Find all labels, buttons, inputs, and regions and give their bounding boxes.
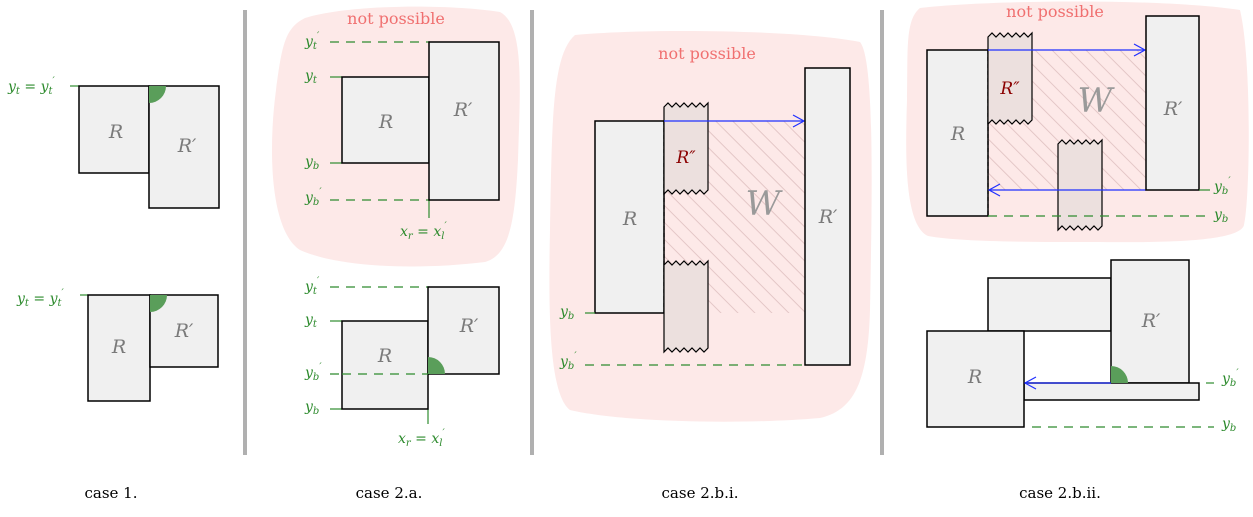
- label-R-prime: R′: [453, 99, 473, 121]
- label-W: W: [1078, 81, 1116, 121]
- case-1-top: R R′ yt = yt′: [7, 76, 220, 209]
- column-separators: [243, 10, 884, 455]
- label-yt-equals-ytp: yt = yt′: [7, 76, 56, 97]
- label-ybp: yb′: [1221, 368, 1239, 389]
- label-R-prime: R′: [818, 206, 838, 228]
- rect-R-prime: [1110, 259, 1190, 384]
- rect-R-double-prime: [663, 101, 709, 196]
- case-2a-bottom: R R′ yt′ yt yb′ yb xr = xl′: [304, 276, 500, 449]
- label-R: R: [967, 366, 982, 388]
- label-R: R: [111, 336, 126, 358]
- case-1-bottom: R R′ yt = yt′: [16, 288, 219, 402]
- caption-case-2bii: case 2.b.ii.: [1019, 484, 1101, 502]
- corner-angle-marker: [149, 86, 166, 103]
- captions: case 1. case 2.a. case 2.b.i. case 2.b.i…: [85, 484, 1101, 502]
- rect-R-prime: [428, 41, 500, 201]
- label-R-prime: R′: [1163, 98, 1183, 120]
- case-1: R R′ yt = yt′ R R′ yt = yt′: [7, 76, 220, 402]
- label-R: R: [622, 208, 637, 230]
- not-possible-label: not possible: [347, 9, 445, 28]
- rect-R-prime: [427, 286, 500, 375]
- rect-R-prime: [804, 67, 851, 366]
- arrow-head-left: [1023, 376, 1037, 390]
- label-yb: yb: [304, 154, 319, 172]
- case-2bii: not possible R R″ W R′ yb′ yb: [926, 2, 1239, 434]
- label-yt: yt: [304, 312, 318, 330]
- caption-case-2bi: case 2.b.i.: [662, 484, 739, 502]
- corner-angle-marker: [428, 357, 445, 374]
- rect-R-double-prime-lower: [1057, 138, 1103, 232]
- arrow-head-left: [987, 183, 1001, 197]
- label-ytp: yt′: [304, 31, 320, 52]
- label-R: R: [378, 111, 393, 133]
- rect-R-prime: [1145, 15, 1200, 191]
- rect-top-bar: [987, 277, 1112, 332]
- label-R-prime: R′: [459, 315, 479, 337]
- label-ybp: yb′: [559, 351, 577, 372]
- label-xr-equals-xlp: xr = xl′: [398, 428, 445, 449]
- not-possible-label: not possible: [1006, 2, 1104, 21]
- label-R-prime: R′: [1141, 310, 1161, 332]
- rect-R: [926, 49, 989, 217]
- label-yt: yt: [304, 68, 318, 86]
- label-R: R: [377, 345, 392, 367]
- label-R: R: [950, 123, 965, 145]
- label-R-double-prime: R″: [675, 148, 696, 168]
- label-ytp: yt′: [304, 276, 320, 297]
- label-xr-equals-xlp: xr = xl′: [400, 221, 447, 242]
- case-2a-top: not possible R R′ yt′ yt yb yb′ xr = xl′: [304, 9, 500, 242]
- case-2bii-bottom: R R′ yb′ yb: [926, 259, 1239, 434]
- rect-R-double-prime-lower: [663, 259, 709, 354]
- label-ybp: yb′: [304, 187, 322, 208]
- label-yb: yb: [1213, 207, 1228, 225]
- rect-R-prime: [148, 85, 220, 209]
- arrow-head: [792, 114, 806, 128]
- case-2bi: not possible R R″ W R′ yb yb′: [559, 44, 851, 372]
- rect-R-double-prime: [987, 31, 1033, 126]
- arrow-head-right: [1133, 43, 1147, 57]
- label-yb: yb: [1221, 416, 1236, 434]
- caption-case-2a: case 2.a.: [356, 484, 423, 502]
- label-R: R: [108, 121, 123, 143]
- case-2bii-top: not possible R R″ W R′ yb′ yb: [926, 2, 1231, 232]
- corner-angle-marker: [1111, 366, 1128, 383]
- rect-R: [926, 330, 1025, 428]
- rect-R: [341, 76, 430, 164]
- label-R-prime: R′: [177, 135, 197, 157]
- label-R-double-prime: R″: [999, 79, 1020, 99]
- rect-R: [594, 120, 665, 314]
- label-ybp: yb′: [304, 362, 322, 383]
- rect-R: [341, 320, 429, 410]
- corner-angle-marker: [150, 295, 167, 312]
- not-possible-label: not possible: [658, 44, 756, 63]
- rect-R: [87, 294, 151, 402]
- label-ybp: yb′: [1213, 176, 1231, 197]
- caption-case-1: case 1.: [85, 484, 138, 502]
- label-R-prime: R′: [174, 320, 194, 342]
- label-yt-equals-ytp: yt = yt′: [16, 288, 65, 309]
- case-2a: not possible R R′ yt′ yt yb yb′ xr = xl′: [304, 9, 500, 449]
- label-yb: yb: [559, 304, 574, 322]
- label-W: W: [746, 184, 784, 224]
- label-yb: yb: [304, 399, 319, 417]
- rect-bottom-bar: [1023, 382, 1200, 401]
